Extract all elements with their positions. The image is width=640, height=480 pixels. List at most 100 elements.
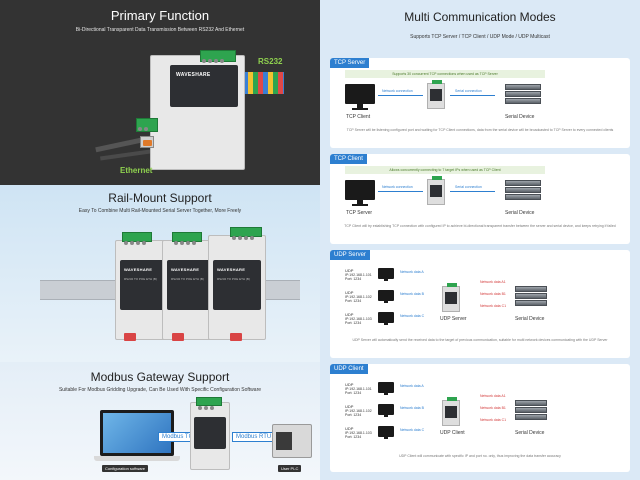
rail-device-1-brand: WAVESHARE: [124, 267, 153, 272]
rail-device-2-brand: WAVESHARE: [171, 267, 200, 272]
udp-host-3-name: UDP: [345, 312, 354, 317]
udpc-link-b: Network data B: [400, 406, 424, 410]
rail-device-1-terminal: [122, 232, 152, 245]
udp-host-3-ip: IP:192.168.1.103: [345, 317, 372, 321]
rail-device-3-model: RS232 TO POE ETH (B): [217, 277, 250, 281]
communication-modes-panel: Multi Communication Modes Supports TCP S…: [320, 0, 640, 480]
tcp-client-card: TCP Client Allows concurrently connectin…: [330, 154, 630, 244]
rail-device-2-model: RS232 TO POE ETH (B): [171, 277, 204, 281]
network-connection-line: [378, 191, 423, 192]
udp-host-2-ip: IP:192.168.1.102: [345, 295, 372, 299]
udp-host-2-port: Port: 1234: [345, 299, 362, 303]
configuration-software-label: Configuration software: [102, 465, 149, 472]
udp-return-a: Network data A1: [480, 280, 506, 284]
tcp-server-description: TCP Server will be listening configured …: [346, 128, 614, 132]
network-connection-label: Network connection: [382, 185, 413, 189]
primary-function-title: Primary Function: [110, 8, 210, 23]
rail-mount-panel: Rail-Mount Support Easy To Combine Multi…: [0, 185, 320, 362]
ethernet-plug: [143, 140, 152, 146]
udp-host-1-port: Port: 1234: [345, 277, 362, 281]
modbus-device-face: [194, 417, 226, 449]
modes-title: Multi Communication Modes: [404, 10, 556, 24]
udpc-serial-device-label: Serial Device: [515, 430, 545, 436]
udp-host-1-ip: IP:192.168.1.101: [345, 273, 372, 277]
tcp-client-card-title: TCP Client: [330, 154, 367, 164]
rail-device-1-face: [120, 260, 165, 310]
serial-device-label: Serial Device: [505, 114, 535, 120]
rail-device-2-face: [167, 260, 212, 310]
udpc-return-a: Network data A1: [480, 394, 506, 398]
udpc-host-2-name: UDP: [345, 404, 354, 409]
udp-client-card: UDP Client UDP IP:192.168.1.101 Port: 12…: [330, 364, 630, 472]
udpc-host-1-port: Port: 1234: [345, 391, 362, 395]
udpc-link-a: Network data A: [400, 384, 424, 388]
modbus-gateway-subtitle: Suitable For Modbus Gridding Upgrade, Ca…: [58, 387, 262, 393]
ethernet-label: Ethernet: [120, 166, 153, 175]
udp-serial-device-label: Serial Device: [515, 316, 545, 322]
udp-link-c: Network data C: [400, 314, 425, 318]
udpc-host-1-name: UDP: [345, 382, 354, 387]
serial-connection-line: [450, 95, 495, 96]
serial-device-label: Serial Device: [505, 210, 535, 216]
brand-logo: WAVESHARE: [176, 72, 211, 78]
user-plc-label: User PLC: [278, 465, 302, 472]
rail-device-3-brand: WAVESHARE: [217, 267, 246, 272]
udpc-return-b: Network data B1: [480, 406, 506, 410]
udp-link-b: Network data B: [400, 292, 424, 296]
modbus-gateway-title: Modbus Gateway Support: [90, 370, 230, 384]
udp-server-description: UDP Server will automatically send the r…: [352, 338, 608, 342]
serial-connection-label: Serial connection: [455, 185, 482, 189]
udp-client-card-title: UDP Client: [330, 364, 368, 374]
terminal-block-bottom: [136, 118, 158, 132]
udpc-host-3-name: UDP: [345, 426, 354, 431]
tcp-client-label: TCP Client: [346, 114, 371, 120]
tcp-server-card: TCP Server Supports 30 concurrent TCP co…: [330, 58, 630, 148]
serial-server-face: [170, 65, 238, 107]
udp-return-b: Network data B1: [480, 292, 506, 296]
udpc-return-c: Network data C1: [480, 418, 507, 422]
udpc-host-1-ip: IP:192.168.1.101: [345, 387, 372, 391]
serial-connection-label: Serial connection: [455, 89, 482, 93]
rail-device-1-plug: [124, 333, 136, 341]
tcp-client-bar: Allows concurrently connecting to 7 targ…: [345, 166, 545, 174]
serial-connection-line: [450, 191, 495, 192]
tcp-server-bar: Supports 30 concurrent TCP connections w…: [345, 70, 545, 78]
tcp-server-card-title: TCP Server: [330, 58, 370, 68]
udp-return-c: Network data C1: [480, 304, 507, 308]
udpc-host-3-port: Port: 1234: [345, 435, 362, 439]
modes-subtitle: Supports TCP Server / TCP Client / UDP M…: [410, 34, 550, 40]
network-connection-line: [378, 95, 423, 96]
udp-server-card-title: UDP Server: [330, 250, 370, 260]
rail-device-3-terminal: [230, 227, 262, 240]
udp-server-label: UDP Server: [440, 316, 467, 322]
rail-device-2-plug: [172, 333, 184, 341]
udp-host-1-name: UDP: [345, 268, 354, 273]
udp-host-3-port: Port: 1234: [345, 321, 362, 325]
udpc-host-3-ip: IP:192.168.1.103: [345, 431, 372, 435]
udpc-host-2-port: Port: 1234: [345, 413, 362, 417]
udp-client-description: UDP Client will communicate with specifi…: [399, 454, 561, 458]
primary-function-panel: Primary Function Bi-Directional Transpar…: [0, 0, 320, 185]
tcp-server-label: TCP Server: [346, 210, 373, 216]
terminal-block-top: [200, 50, 236, 63]
modbus-rtu-tag: Modbus RTU: [232, 432, 276, 442]
rs232-label: RS232: [258, 57, 283, 66]
modbus-device-terminal: [196, 397, 222, 410]
left-column: Primary Function Bi-Directional Transpar…: [0, 0, 320, 480]
udp-link-a: Network data A: [400, 270, 424, 274]
network-connection-label: Network connection: [382, 89, 413, 93]
rail-device-2-terminal: [172, 232, 202, 245]
rail-device-3-plug: [230, 333, 242, 341]
udpc-link-c: Network data C: [400, 428, 425, 432]
primary-function-subtitle: Bi-Directional Transparent Data Transmis…: [75, 27, 245, 33]
udp-host-2-name: UDP: [345, 290, 354, 295]
udp-client-label: UDP Client: [440, 430, 465, 436]
rail-mount-subtitle: Easy To Combine Multi Rail-Mounted Seria…: [78, 208, 242, 214]
rail-mount-title: Rail-Mount Support: [108, 191, 212, 205]
udpc-host-2-ip: IP:192.168.1.102: [345, 409, 372, 413]
plc-ports: [276, 432, 292, 450]
modbus-gateway-panel: Modbus Gateway Support Suitable For Modb…: [0, 362, 320, 480]
tcp-client-description: TCP Client will try establishing TCP con…: [344, 224, 616, 228]
rail-device-3-face: [213, 260, 261, 310]
rs232-wires: [238, 72, 284, 94]
